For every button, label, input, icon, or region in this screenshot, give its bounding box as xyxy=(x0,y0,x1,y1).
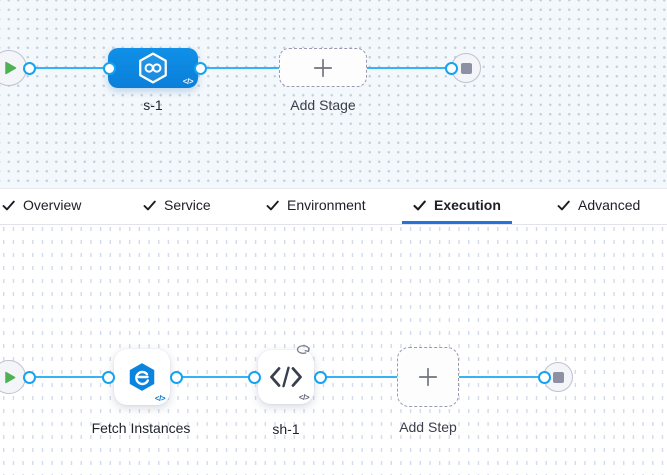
tab-environment[interactable]: Environment xyxy=(266,189,366,224)
add-stage-label[interactable]: Add Stage xyxy=(290,97,356,113)
execution-graph-canvas[interactable]: </> </> xyxy=(0,225,667,475)
stage-port[interactable] xyxy=(444,61,458,75)
check-icon xyxy=(413,200,426,210)
check-icon xyxy=(557,200,570,210)
code-badge-icon: </> xyxy=(182,77,194,86)
plus-icon xyxy=(418,367,438,387)
step-port[interactable] xyxy=(537,370,551,384)
tab-label: Environment xyxy=(287,197,366,213)
add-step-label[interactable]: Add Step xyxy=(399,419,457,435)
tab-advanced[interactable]: Advanced xyxy=(557,189,640,224)
play-icon xyxy=(5,371,16,383)
check-icon xyxy=(2,200,15,210)
execution-start-node xyxy=(0,360,26,394)
step-node-fetch-instances[interactable]: </> xyxy=(114,349,170,405)
deploy-stage-icon xyxy=(139,52,167,84)
add-stage-button[interactable] xyxy=(279,48,367,87)
play-icon xyxy=(4,61,16,75)
plus-icon xyxy=(313,58,333,77)
stage-config-tabs: Overview Service Environment Execution A xyxy=(0,188,667,225)
tab-service[interactable]: Service xyxy=(143,189,211,224)
code-badge-icon: </> xyxy=(298,393,310,402)
stage-connector-line xyxy=(29,66,454,70)
step-port[interactable] xyxy=(313,370,327,384)
stop-icon xyxy=(552,371,564,383)
tab-execution[interactable]: Execution xyxy=(402,189,512,224)
stage-port[interactable] xyxy=(102,61,116,75)
check-icon xyxy=(143,200,156,210)
fetch-step-label: Fetch Instances xyxy=(91,420,191,436)
tab-overview[interactable]: Overview xyxy=(2,189,81,224)
add-step-button[interactable] xyxy=(397,347,459,407)
stage-port[interactable] xyxy=(193,61,207,75)
stop-icon xyxy=(460,62,472,74)
loop-strategy-icon xyxy=(295,343,311,361)
check-icon xyxy=(266,200,279,210)
code-badge-icon: </> xyxy=(154,394,166,403)
step-port[interactable] xyxy=(169,370,183,384)
stage-port[interactable] xyxy=(22,61,36,75)
step-port[interactable] xyxy=(247,370,261,384)
step-port[interactable] xyxy=(101,370,115,384)
tab-label: Execution xyxy=(434,197,501,213)
shell-script-icon xyxy=(270,366,302,388)
fetch-instances-icon xyxy=(129,363,155,391)
tab-label: Advanced xyxy=(578,197,641,213)
stage-label: s-1 xyxy=(143,97,163,113)
shell-step-label: sh-1 xyxy=(272,421,300,437)
tab-label: Overview xyxy=(23,197,82,213)
step-port[interactable] xyxy=(22,370,36,384)
tab-label: Service xyxy=(164,197,211,213)
step-node-sh1[interactable]: </> xyxy=(258,345,314,404)
stage-graph-canvas[interactable]: </> s-1 Add Stage xyxy=(0,0,667,188)
stage-node-s1[interactable]: </> xyxy=(108,48,198,88)
